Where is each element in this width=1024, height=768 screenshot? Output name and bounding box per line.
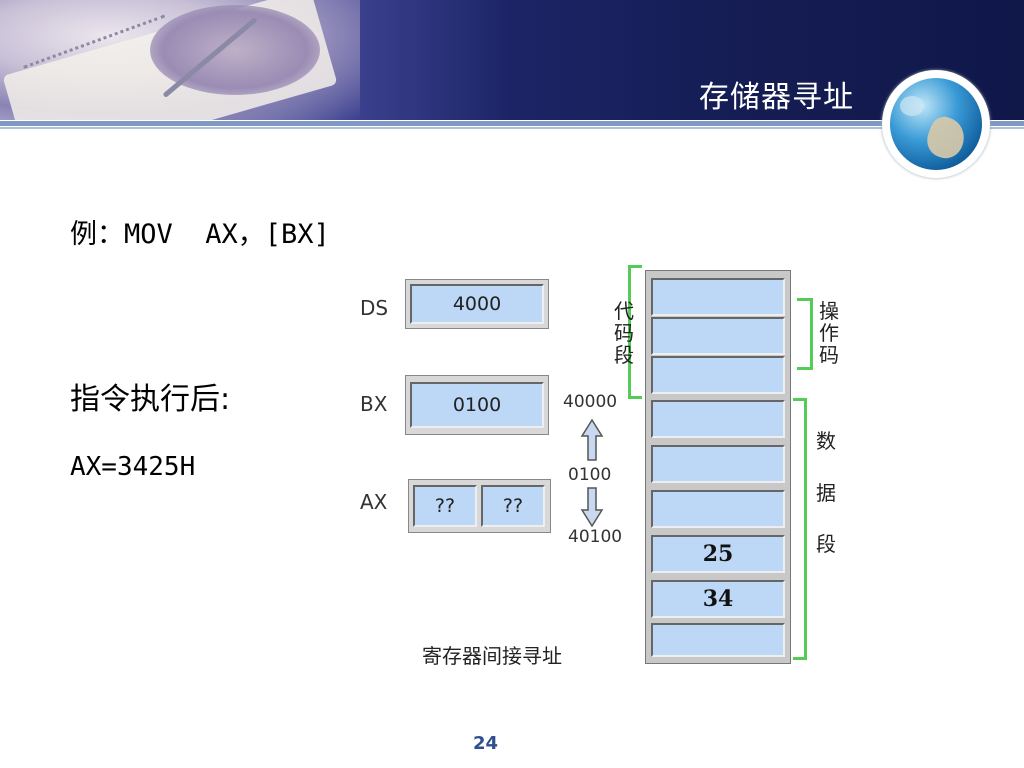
memory-column: 25 34 (645, 270, 791, 664)
memory-cell-7: 25 (651, 535, 785, 573)
globe-icon (882, 70, 990, 178)
register-label-ds: DS (360, 296, 389, 320)
register-ax-low: ?? (481, 485, 545, 527)
data-segment-brace (793, 398, 807, 660)
data-segment-label-3: 段 (816, 532, 836, 556)
memory-cell-9 (651, 623, 785, 657)
operand-brace (797, 298, 813, 370)
memory-cell-2 (651, 356, 785, 394)
page-number: 24 (473, 733, 499, 754)
globe-highlight (900, 96, 924, 116)
globe-sphere (890, 78, 982, 170)
after-execution-label: 指令执行后: (70, 382, 231, 417)
memory-cell-5 (651, 490, 785, 528)
effective-address: 40100 (568, 527, 623, 547)
arrow-down-icon (580, 487, 604, 528)
offset-address: 0100 (568, 465, 612, 485)
code-segment-label: 代码段 (614, 299, 634, 367)
register-label-ax: AX (360, 490, 388, 514)
ax-result: AX=3425H (70, 452, 196, 482)
memory-cell-4 (651, 445, 785, 483)
register-ds: 4000 (405, 279, 549, 329)
example-instruction: 例：MOV AX，[BX] (70, 219, 330, 250)
register-bx-value: 0100 (410, 382, 544, 428)
header-rule (0, 121, 1024, 126)
arrow-up-icon (580, 418, 604, 461)
data-segment-label-2: 据 (816, 481, 836, 505)
header-banner (0, 0, 1024, 120)
register-label-bx: BX (360, 392, 388, 416)
header-rule-thin (0, 127, 1024, 129)
slide-title: 存储器寻址 (699, 80, 854, 115)
code-segment-brace (628, 265, 642, 399)
register-ax-high: ?? (413, 485, 477, 527)
operand-label: 操作码 (819, 299, 839, 367)
register-ds-value: 4000 (410, 284, 544, 324)
globe-land (922, 113, 970, 163)
memory-cell-3 (651, 400, 785, 438)
register-bx: 0100 (405, 375, 549, 435)
memory-cell-1 (651, 317, 785, 355)
register-ax: ?? ?? (408, 479, 551, 533)
memory-cell-8: 34 (651, 580, 785, 618)
diagram-caption: 寄存器间接寻址 (422, 644, 562, 668)
base-address: 40000 (563, 392, 618, 412)
memory-cell-0 (651, 278, 785, 316)
data-segment-label-1: 数 (816, 429, 836, 453)
